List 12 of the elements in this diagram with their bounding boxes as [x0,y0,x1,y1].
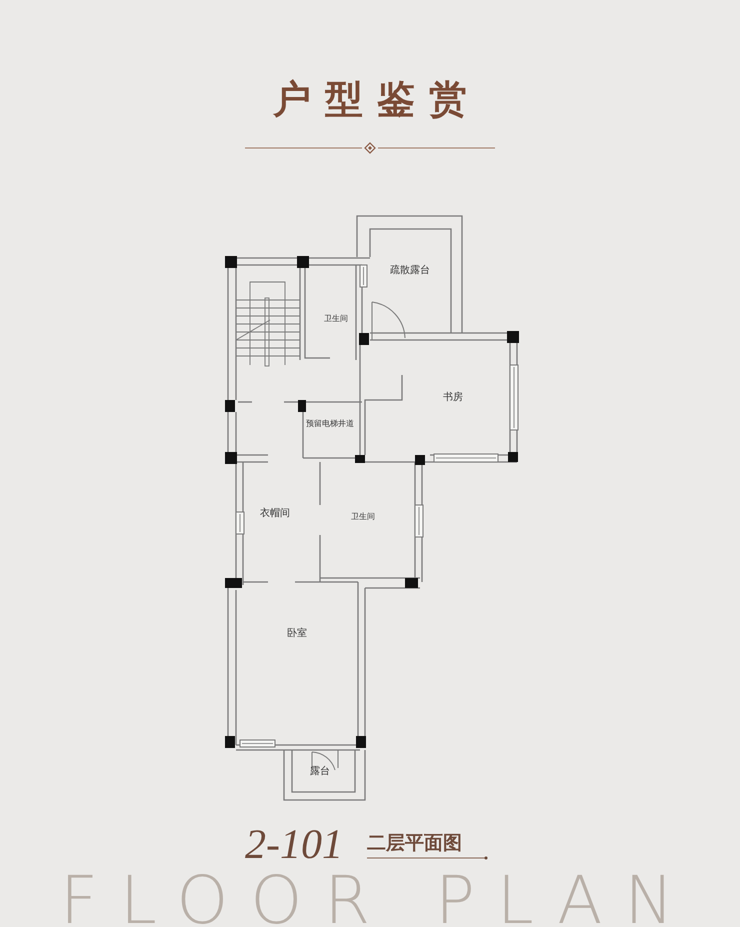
room-label: 卧室 [287,629,307,639]
room-label: 书房 [443,393,463,403]
plan-caption: 二层平面图 [367,834,462,853]
room-label: 衣帽间 [260,509,290,519]
page-title: 户型鉴赏 [272,80,482,118]
room-label: 卫生间 [351,513,375,521]
room-label: 卫生间 [324,315,348,323]
background-lettering: FLOOR PLAN [60,868,696,927]
room-label: 露台 [310,767,330,777]
plan-number: 2-101 [245,824,343,866]
room-label: 预留电梯井道 [306,420,354,428]
room-label: 疏散露台 [390,266,430,276]
